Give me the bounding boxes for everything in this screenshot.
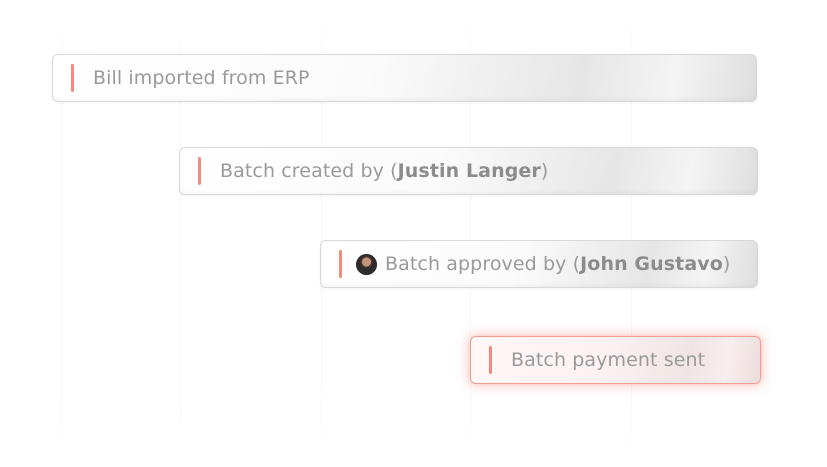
step-accent-bar: [489, 346, 492, 374]
step-label: Batch payment sent: [511, 349, 706, 371]
step-label-prefix: Batch approved by (: [385, 253, 581, 275]
user-name: Justin Langer: [397, 160, 541, 182]
timeline-step-batch-created: Batch created by (Justin Langer): [179, 147, 758, 195]
step-label: Bill imported from ERP: [93, 67, 310, 89]
timeline-step-batch-approved: Batch approved by (John Gustavo): [320, 240, 758, 288]
step-label-prefix: Batch created by (: [220, 160, 398, 182]
step-label-suffix: ): [540, 160, 549, 182]
background-grid-line: [470, 0, 471, 467]
step-label: Batch created by (Justin Langer): [220, 160, 548, 182]
background-grid-line: [631, 0, 632, 467]
timeline-step-payment-sent: Batch payment sent: [470, 336, 761, 384]
timeline-step-bill-imported: Bill imported from ERP: [52, 54, 757, 102]
background-grid-line: [61, 0, 62, 467]
user-avatar-icon: [356, 253, 377, 275]
step-accent-bar: [198, 157, 201, 185]
background-grid-line: [180, 0, 181, 467]
step-label-suffix: ): [722, 253, 731, 275]
user-name: John Gustavo: [580, 253, 723, 275]
background-grid-line: [321, 0, 322, 467]
step-accent-bar: [71, 64, 74, 92]
step-label: Batch approved by (John Gustavo): [385, 253, 730, 275]
step-accent-bar: [339, 250, 342, 278]
